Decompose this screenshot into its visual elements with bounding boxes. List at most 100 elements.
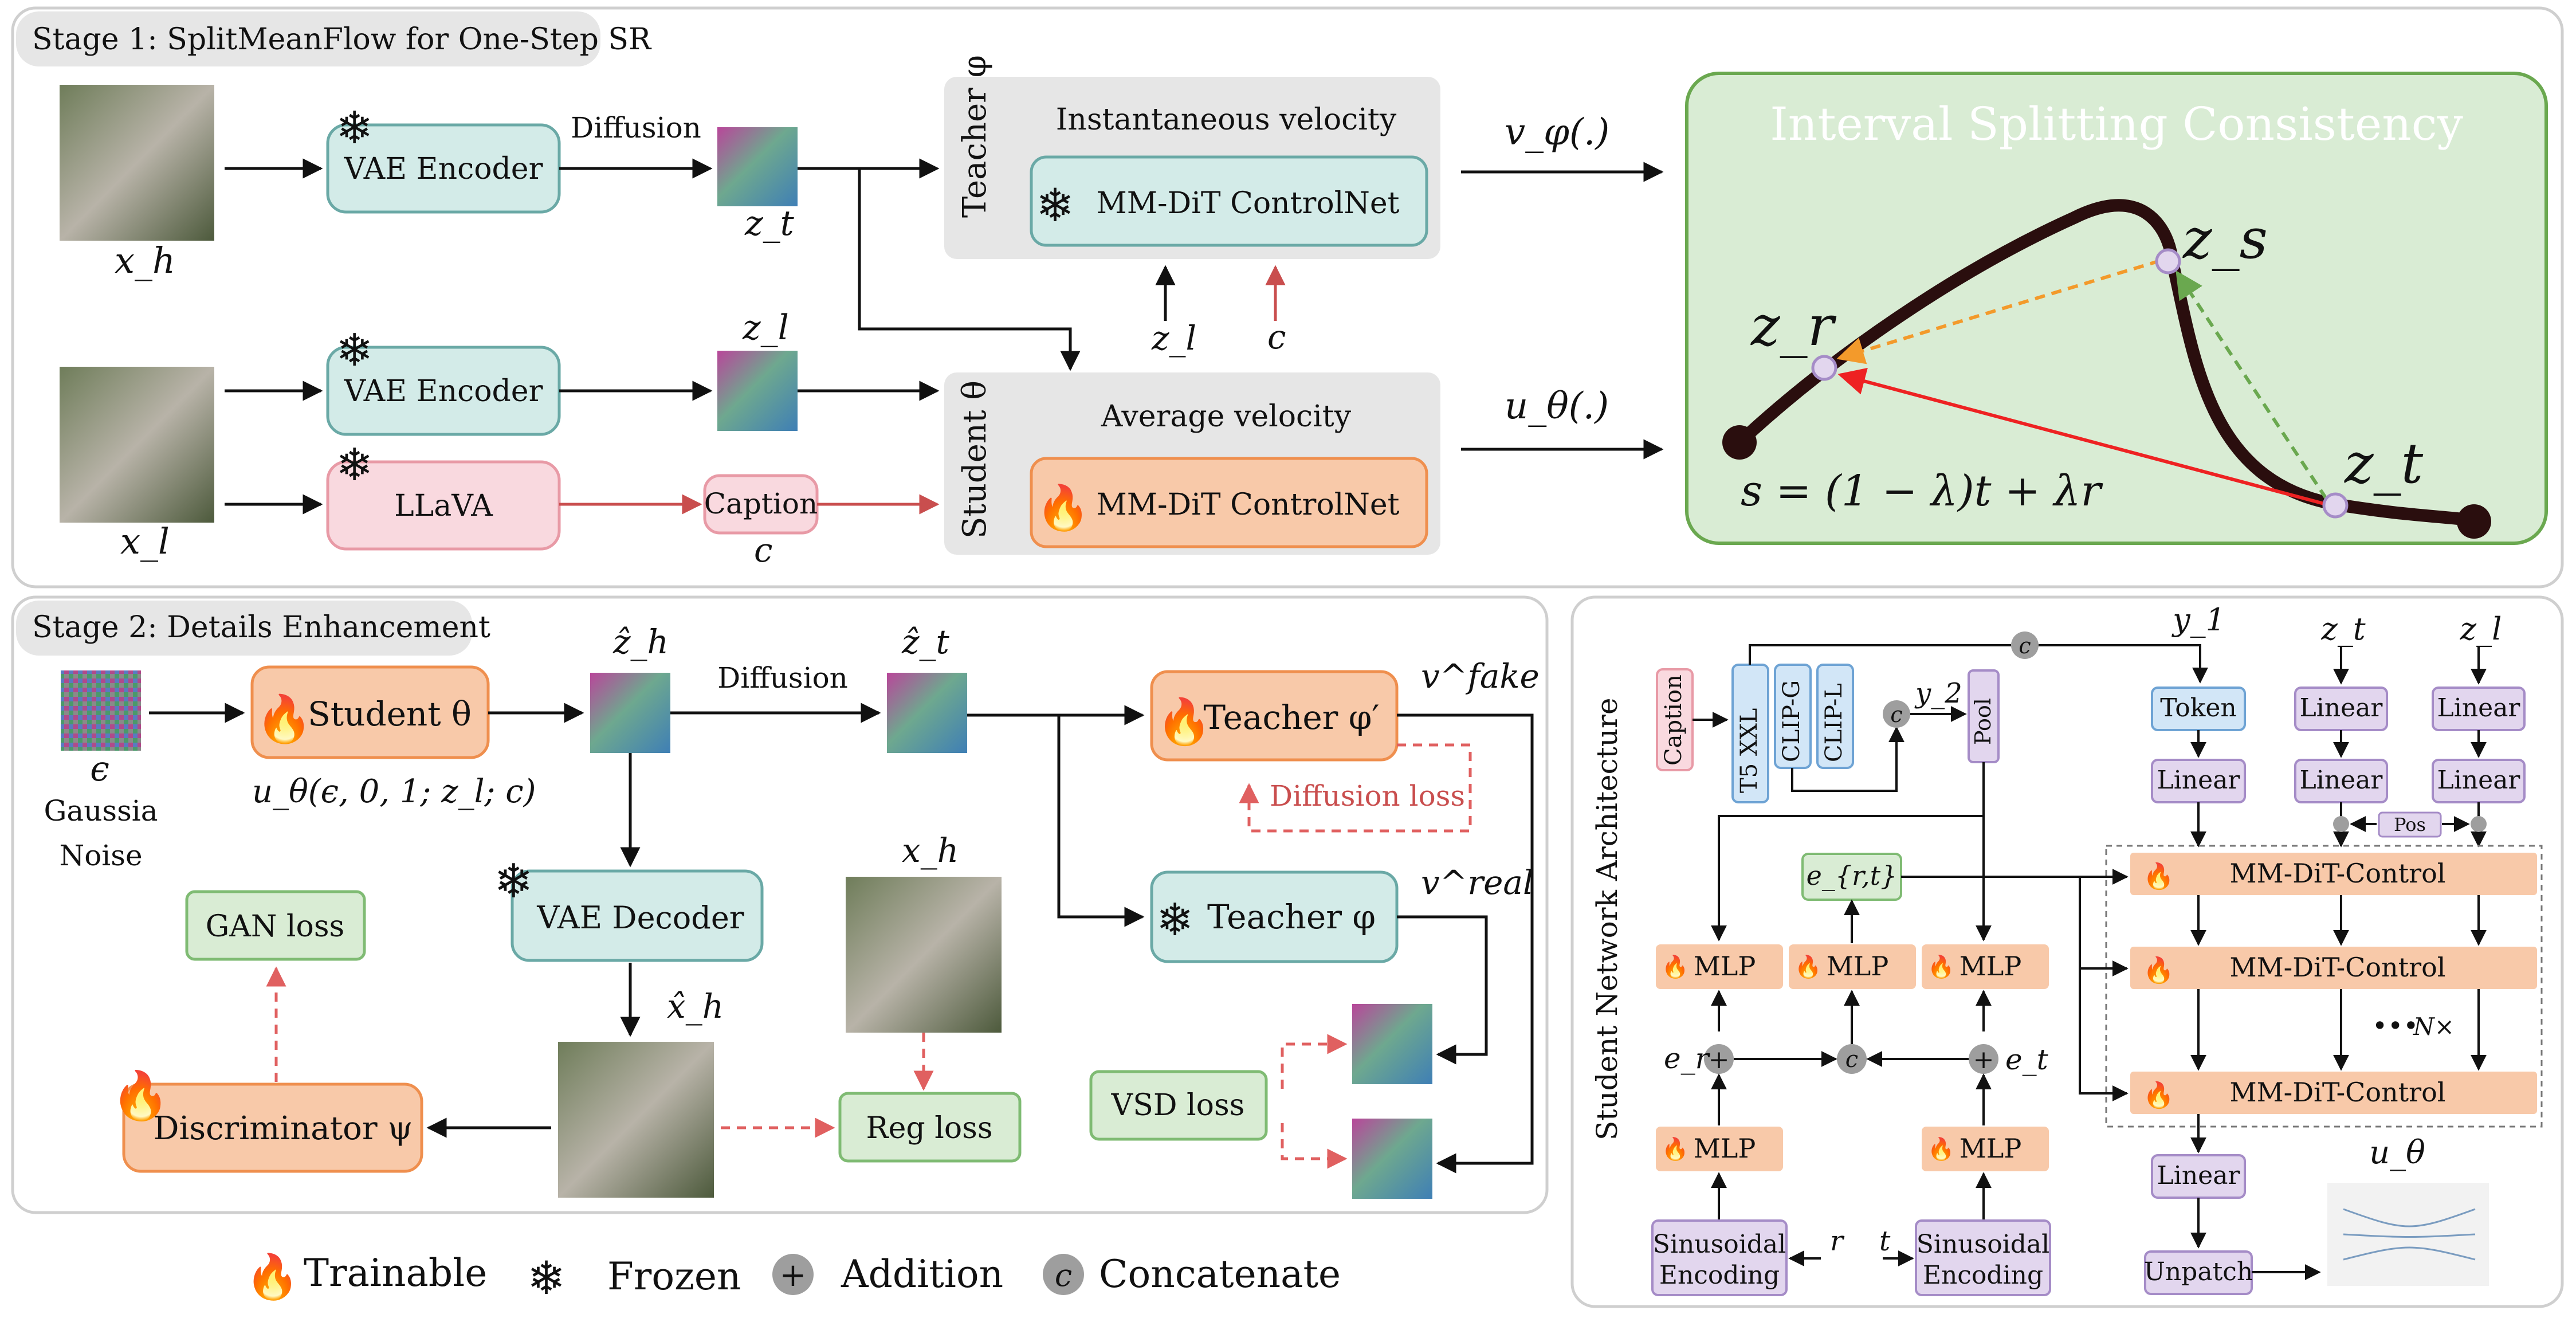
reg-loss-box xyxy=(838,1092,1022,1163)
svg-text:MLP: MLP xyxy=(1960,1133,2022,1164)
pool-label: Pool xyxy=(1970,698,1996,745)
label-zt: z_t xyxy=(744,203,795,244)
t-label: t xyxy=(1879,1225,1891,1257)
vsd-latent-1 xyxy=(1352,1004,1432,1084)
legend: 🔥 Trainable ❄ Frozen + Addition c Concat… xyxy=(245,1251,1341,1305)
label-zl: z_l xyxy=(742,308,789,348)
label-xl: x_l xyxy=(120,520,170,562)
discriminator-label: Discriminator ψ xyxy=(154,1110,413,1147)
mlp-pool xyxy=(1656,944,1783,989)
vsd-loss-label: VSD loss xyxy=(1111,1088,1245,1123)
architecture-panel: Student Network Architecture Caption T5 … xyxy=(1570,595,2564,1308)
stage2-panel: Stage 2: Details Enhancement ϵ Gaussia N… xyxy=(11,595,1549,1214)
svg-text:MM-DiT-Control: MM-DiT-Control xyxy=(2229,858,2445,889)
teacher-mmdit-label: MM-DiT ControlNet xyxy=(1096,186,1399,221)
concat-top xyxy=(2011,631,2039,659)
caption-label: Caption xyxy=(704,487,818,520)
arch-title: Student Network Architecture xyxy=(1591,698,1624,1140)
arch-zt-label: z_t xyxy=(2320,611,2365,647)
svg-text:c: c xyxy=(1055,1257,1072,1293)
svg-text:Encoding: Encoding xyxy=(1923,1261,2043,1290)
student-side-label: Student θ xyxy=(956,381,994,539)
point-zr xyxy=(1811,355,1837,381)
stage2-diffusion-label: Diffusion xyxy=(717,661,848,695)
add-er xyxy=(1704,1044,1734,1074)
mlp-r xyxy=(1656,1127,1783,1171)
flame-icon: 🔥 xyxy=(1794,954,1821,979)
v-fake-label: v^fake xyxy=(1421,657,1540,696)
student-mmdit-box xyxy=(1030,457,1428,548)
llava-label: LLaVA xyxy=(394,489,493,523)
er-label: e_r xyxy=(1664,1042,1711,1075)
vsd-latent-2 xyxy=(1352,1119,1432,1199)
vae-decoder-label: VAE Decoder xyxy=(536,900,744,936)
latent-zt-hat xyxy=(887,673,967,753)
svg-text:MLP: MLP xyxy=(1694,1133,1756,1164)
flame-icon: 🔥 xyxy=(2143,862,2174,891)
point-zt xyxy=(2322,492,2349,519)
vae-encoder-top-label: VAE Encoder xyxy=(344,152,543,186)
nx-group xyxy=(2105,845,2543,1128)
svg-text:+: + xyxy=(1709,1045,1730,1074)
gan-loss-label: GAN loss xyxy=(206,909,344,944)
latent-zt xyxy=(717,127,798,206)
stage2-title: Stage 2: Details Enhancement xyxy=(32,610,490,645)
caption-c: c xyxy=(754,531,772,570)
point-zs xyxy=(2155,248,2181,274)
mlp-y2 xyxy=(1922,944,2049,989)
snowflake-icon: ❄ xyxy=(336,103,373,154)
snowflake-icon: ❄ xyxy=(336,440,373,491)
svg-text:Linear: Linear xyxy=(2157,1161,2241,1190)
noise-image xyxy=(61,670,141,751)
isc-title: Interval Splitting Consistency xyxy=(1770,97,2463,151)
gauss-line1: Gaussia xyxy=(44,794,158,827)
svg-text:MM-DiT-Control: MM-DiT-Control xyxy=(2229,1077,2445,1108)
teacher-fake-label: Teacher φ′ xyxy=(1203,698,1379,737)
flame-icon: 🔥 xyxy=(2143,1081,2174,1110)
student-title: Average velocity xyxy=(1101,399,1352,434)
arch-zl-label: z_l xyxy=(2460,611,2502,647)
svg-text:c: c xyxy=(1890,702,1902,727)
legend-frozen: Frozen xyxy=(607,1254,741,1299)
cond-zl: z_l xyxy=(1151,319,1196,358)
svg-text:+: + xyxy=(1973,1045,1994,1074)
svg-text:Linear: Linear xyxy=(2157,766,2241,795)
svg-text:Sinusoidal: Sinusoidal xyxy=(1653,1230,1786,1259)
flame-icon: 🔥 xyxy=(1927,1136,1954,1162)
trajectory-end xyxy=(2457,504,2491,539)
clipl-label: CLIP-L xyxy=(1821,683,1847,762)
r-label: r xyxy=(1830,1225,1845,1257)
mm-dit-block-1 xyxy=(2130,853,2537,895)
unpatch-label: Unpatch xyxy=(2144,1257,2253,1286)
pos-box xyxy=(2378,811,2442,838)
stage2-student-fn: u_θ(ϵ, 0, 1; z_l; c) xyxy=(252,773,536,810)
snowflake-icon: ❄ xyxy=(527,1252,566,1305)
gauss-line2: Noise xyxy=(59,839,142,872)
flame-icon: 🔥 xyxy=(111,1069,170,1123)
cat-image-ref xyxy=(846,877,1002,1033)
concat-ert xyxy=(1837,1044,1867,1074)
y2-label: y_2 xyxy=(1914,677,1962,709)
u-theta-out: u_θ xyxy=(2369,1134,2425,1171)
svg-text:Linear: Linear xyxy=(2437,766,2521,795)
label-xh: x_h xyxy=(115,240,175,281)
svg-text:MLP: MLP xyxy=(1694,951,1756,982)
flame-icon: 🔥 xyxy=(1662,1136,1688,1162)
diffusion-label: Diffusion xyxy=(571,111,701,144)
pos-add-zt xyxy=(2333,816,2349,832)
cond-c: c xyxy=(1267,317,1286,356)
snowflake-icon: ❄ xyxy=(1036,179,1074,232)
zh-hat-label: ẑ_h xyxy=(612,622,669,661)
u-theta-label: u_θ(.) xyxy=(1505,385,1609,427)
svg-text:+: + xyxy=(780,1257,807,1294)
y1-label: y_1 xyxy=(2171,602,2225,638)
t5-label: T5 XXL xyxy=(1736,708,1762,793)
clipg-label: CLIP-G xyxy=(1778,680,1805,762)
latent-zh-hat xyxy=(590,673,670,753)
pos-label: Pos xyxy=(2394,814,2426,835)
cat-image-sr xyxy=(558,1042,714,1198)
concat-clip xyxy=(1883,700,1910,728)
flame-icon: 🔥 xyxy=(1036,482,1090,533)
concatenate-symbol xyxy=(1043,1254,1084,1295)
svg-text:MLP: MLP xyxy=(1827,951,1889,982)
